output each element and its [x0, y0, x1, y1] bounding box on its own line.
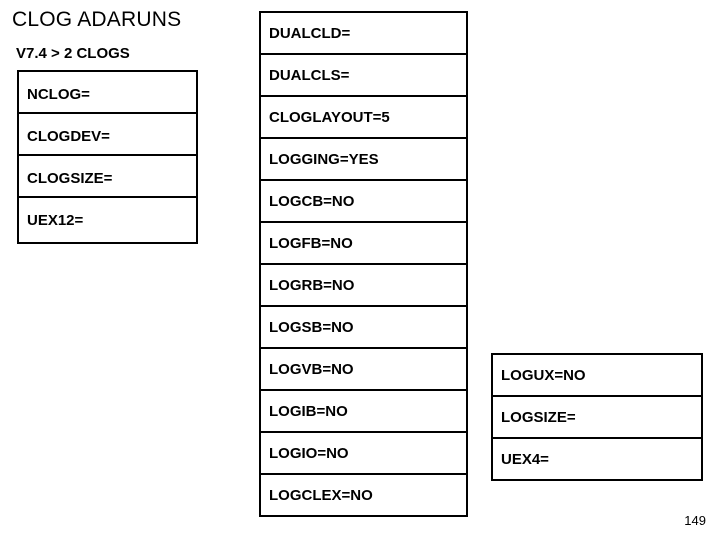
left-box-clogsize-label: CLOGSIZE= [27, 169, 113, 187]
right-box-uex4-label: UEX4= [501, 450, 549, 468]
right-box-logsize: LOGSIZE= [491, 395, 703, 439]
left-box-clogdev: CLOGDEV= [17, 112, 198, 160]
middle-box-logfb-label: LOGFB=NO [269, 234, 353, 252]
middle-box-dualcls: DUALCLS= [259, 53, 468, 97]
middle-box-logging: LOGGING=YES [259, 137, 468, 181]
middle-box-logfb: LOGFB=NO [259, 221, 468, 265]
page-title: CLOG ADARUNS [12, 8, 182, 31]
left-box-nclog-label: NCLOG= [27, 85, 90, 103]
middle-box-dualcld-label: DUALCLD= [269, 24, 351, 42]
middle-box-logvb: LOGVB=NO [259, 347, 468, 391]
middle-box-logio-label: LOGIO=NO [269, 444, 349, 462]
middle-box-logclex: LOGCLEX=NO [259, 473, 468, 517]
left-box-clogdev-label: CLOGDEV= [27, 127, 110, 145]
middle-box-logcb: LOGCB=NO [259, 179, 468, 223]
middle-box-cloglayout: CLOGLAYOUT=5 [259, 95, 468, 139]
right-box-logsize-label: LOGSIZE= [501, 408, 576, 426]
right-box-uex4: UEX4= [491, 437, 703, 481]
middle-box-logib: LOGIB=NO [259, 389, 468, 433]
middle-box-logrb: LOGRB=NO [259, 263, 468, 307]
middle-box-logsb-label: LOGSB=NO [269, 318, 354, 336]
left-box-clogsize: CLOGSIZE= [17, 154, 198, 202]
middle-box-cloglayout-label: CLOGLAYOUT=5 [269, 108, 390, 126]
right-box-logux: LOGUX=NO [491, 353, 703, 397]
middle-box-logib-label: LOGIB=NO [269, 402, 348, 420]
middle-box-logclex-label: LOGCLEX=NO [269, 486, 373, 504]
middle-box-logging-label: LOGGING=YES [269, 150, 379, 168]
left-box-uex12: UEX12= [17, 196, 198, 244]
right-box-logux-label: LOGUX=NO [501, 366, 586, 384]
left-box-uex12-label: UEX12= [27, 211, 84, 229]
middle-box-dualcld: DUALCLD= [259, 11, 468, 55]
middle-box-logrb-label: LOGRB=NO [269, 276, 355, 294]
page-subtitle: V7.4 > 2 CLOGS [16, 45, 130, 62]
middle-box-logvb-label: LOGVB=NO [269, 360, 354, 378]
middle-box-dualcls-label: DUALCLS= [269, 66, 350, 84]
middle-box-logsb: LOGSB=NO [259, 305, 468, 349]
middle-box-logio: LOGIO=NO [259, 431, 468, 475]
left-box-nclog: NCLOG= [17, 70, 198, 118]
middle-box-logcb-label: LOGCB=NO [269, 192, 355, 210]
page-number: 149 [684, 513, 706, 528]
